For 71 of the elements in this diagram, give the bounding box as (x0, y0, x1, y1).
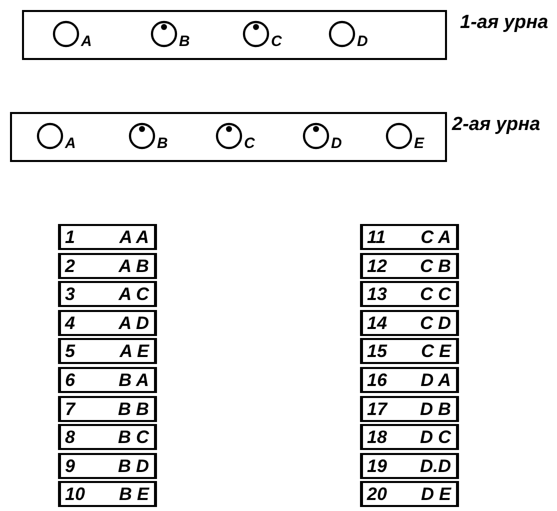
pair-row (58, 367, 157, 393)
pair-row (360, 481, 459, 508)
letter-pair: D B (420, 398, 451, 420)
letter-pair: B C (118, 427, 149, 448)
pair-row (58, 310, 157, 336)
pair-row (58, 481, 157, 508)
letter-pair: A C (118, 284, 149, 306)
letter-pair: C A (420, 227, 451, 248)
ball-letter: E (414, 135, 424, 152)
ball-letter: D (331, 135, 342, 152)
letter-pair: B E (118, 484, 149, 506)
letter-pair: D E (420, 484, 451, 506)
pair-row (360, 367, 459, 393)
ball-letter: A (65, 135, 76, 152)
letter-pair: A A (119, 227, 149, 248)
pair-row (360, 452, 459, 479)
ball-letter: B (179, 33, 190, 50)
ball-letter: A (81, 33, 92, 50)
row-number: 4 (65, 312, 76, 334)
row-number: 5 (65, 341, 76, 362)
row-number: 16 (367, 370, 388, 391)
ball-letter: C (244, 135, 255, 152)
row-number: 7 (65, 398, 76, 420)
row-number: 20 (367, 484, 388, 506)
letter-pair: C C (420, 284, 451, 306)
letter-pair: C E (420, 341, 451, 362)
pair-row (360, 338, 459, 364)
pair-row (360, 424, 459, 450)
row-number: 3 (65, 284, 76, 306)
row-number: 1 (65, 227, 76, 248)
row-number: 6 (65, 370, 76, 391)
row-number: 11 (367, 227, 386, 248)
pair-row (58, 452, 157, 479)
pair-row (58, 338, 157, 364)
urn-label: 1-ая урна (460, 12, 548, 34)
letter-pair: C D (420, 312, 451, 334)
row-number: 17 (367, 398, 388, 420)
letter-pair: B B (118, 398, 149, 420)
row-number: 19 (367, 456, 388, 477)
letter-pair: A D (118, 312, 149, 334)
pair-row (58, 281, 157, 308)
letter-pair: A B (118, 256, 149, 277)
letter-pair: B A (118, 370, 149, 391)
row-number: 8 (65, 427, 76, 448)
row-number: 18 (367, 427, 388, 448)
row-number: 9 (65, 456, 76, 477)
row-number: 10 (65, 484, 86, 506)
pair-row (58, 424, 157, 450)
pair-row (360, 281, 459, 308)
row-number: 14 (367, 312, 388, 334)
ball-letter: B (157, 135, 168, 152)
pair-row (360, 224, 459, 250)
letter-pair: D C (420, 427, 451, 448)
pair-row (360, 396, 459, 422)
row-number: 13 (367, 284, 388, 306)
letter-pair: A E (120, 341, 149, 362)
letter-pair: D A (420, 370, 451, 391)
letter-pair: C B (420, 256, 451, 277)
row-number: 12 (367, 256, 388, 277)
urn-label: 2-ая урна (452, 114, 540, 136)
ball-letter: D (357, 33, 368, 50)
row-number: 2 (65, 256, 76, 277)
pair-row (58, 252, 157, 279)
letter-pair: D.D (420, 456, 451, 477)
pair-row (360, 310, 459, 336)
letter-pair: B D (118, 456, 149, 477)
row-number: 15 (367, 341, 388, 362)
pair-row (58, 224, 157, 250)
ball-letter: C (271, 33, 282, 50)
pair-row (360, 252, 459, 279)
pair-row (58, 396, 157, 422)
